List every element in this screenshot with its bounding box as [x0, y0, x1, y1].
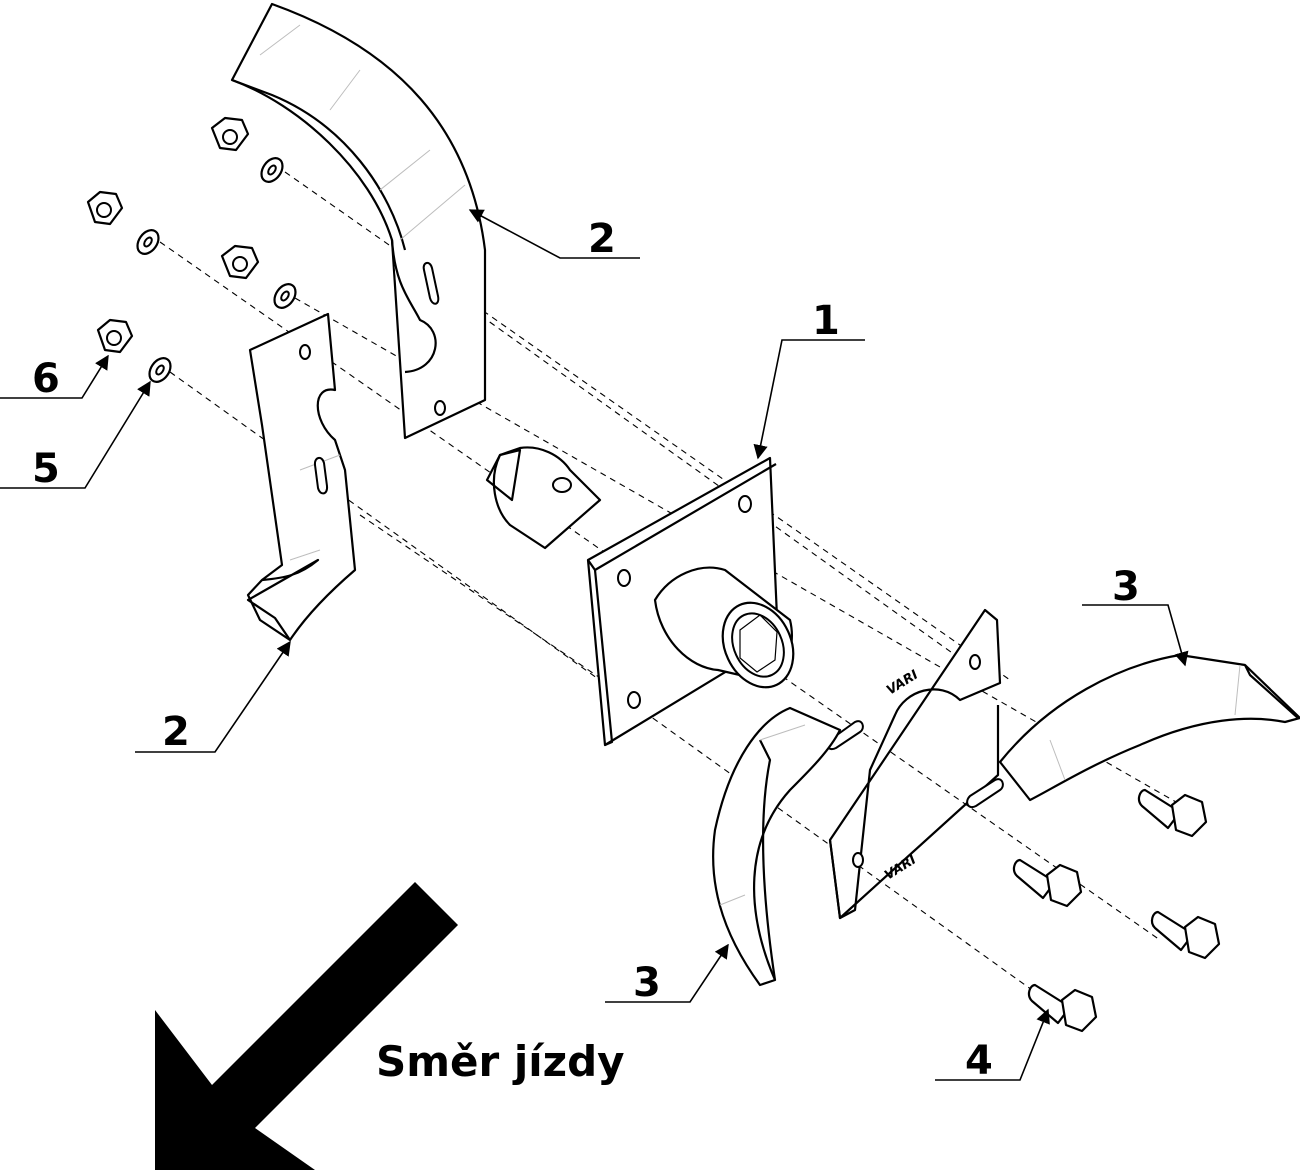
callout-blade-left: 3	[633, 960, 661, 1006]
callout-blade-right: 3	[1112, 564, 1140, 610]
nut-b	[86, 190, 124, 226]
flange-hub	[485, 446, 795, 747]
nut-a	[210, 116, 250, 152]
callout-bolt: 4	[965, 1038, 993, 1084]
arrow-down-left-icon	[155, 882, 458, 1170]
nut-d	[96, 318, 134, 354]
callout-blade-upper: 2	[588, 216, 616, 262]
bolt-d	[1027, 983, 1098, 1033]
bolt-b	[1012, 858, 1083, 908]
left-blade-lower	[246, 312, 357, 642]
bolts	[1012, 788, 1221, 1033]
bolt-a	[1137, 788, 1208, 838]
nut-c	[220, 244, 260, 280]
right-blade-right	[998, 653, 1300, 802]
callout-blade-lower: 2	[162, 709, 190, 755]
clamp-plate: VARI VARI	[826, 608, 1004, 920]
right-blade-left	[712, 706, 842, 987]
callout-flange: 1	[812, 298, 840, 344]
bolt-c	[1150, 910, 1221, 960]
callout-leaders	[0, 209, 1189, 1081]
callout-labels: 1 2 2 6 5 3 3 4	[32, 216, 1140, 1084]
callout-washer: 5	[32, 446, 60, 492]
brand-mark-lower: VARI	[882, 853, 919, 884]
callout-nut: 6	[32, 356, 60, 402]
nut-washer-cluster	[86, 116, 297, 383]
left-blade-upper	[230, 2, 487, 440]
direction-label: Směr jízdy	[376, 1037, 625, 1086]
